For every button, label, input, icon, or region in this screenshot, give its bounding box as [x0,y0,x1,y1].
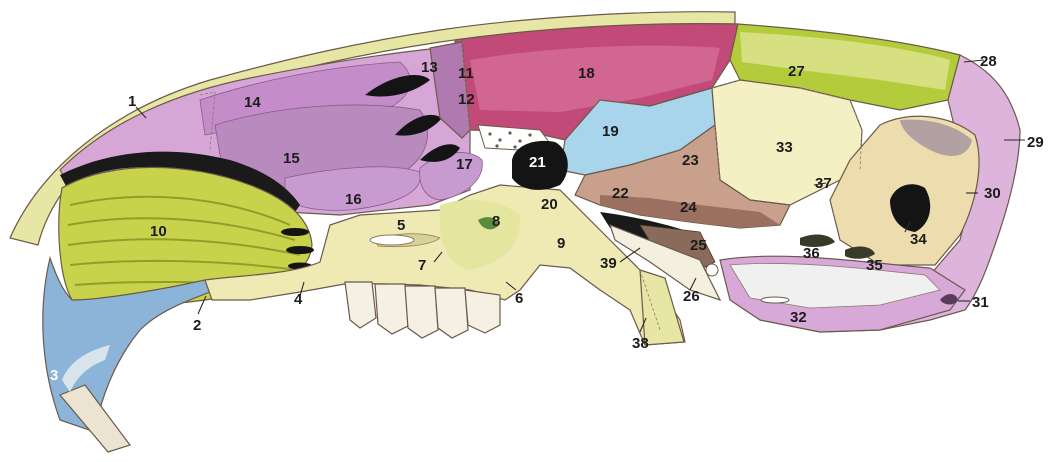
label-23: 23 [682,152,699,169]
label-15: 15 [283,150,300,167]
incisive-canal [370,235,414,245]
label-29: 29 [1027,134,1044,151]
label-22: 22 [612,185,629,202]
label-27: 27 [788,63,805,80]
label-13: 13 [421,59,438,76]
label-10: 10 [150,223,167,240]
label-17: 17 [456,156,473,173]
label-33: 33 [776,139,793,156]
label-25: 25 [690,237,707,254]
label-5: 5 [397,217,405,234]
label-8: 8 [492,213,500,230]
label-24: 24 [680,199,697,216]
label-21: 21 [529,154,546,171]
label-14: 14 [244,94,261,111]
jugular-foramen [706,264,718,276]
label-31: 31 [972,294,989,311]
label-26: 26 [683,288,700,305]
label-18: 18 [578,65,595,82]
label-30: 30 [984,185,1001,202]
label-38: 38 [632,335,649,352]
label-36: 36 [803,245,820,262]
label-6: 6 [515,290,523,307]
label-11: 11 [458,65,474,82]
label-32: 32 [790,309,807,326]
label-7: 7 [418,257,426,274]
label-1: 1 [128,93,136,110]
label-35: 35 [866,257,883,274]
label-9: 9 [557,235,565,252]
label-12: 12 [458,91,475,108]
label-16: 16 [345,191,362,208]
label-39: 39 [600,255,617,272]
label-19: 19 [602,123,619,140]
label-2: 2 [193,317,201,334]
hypoglossal-foramen [761,297,789,303]
label-34: 34 [910,231,927,248]
label-20: 20 [541,196,558,213]
label-37: 37 [815,175,832,192]
label-4: 4 [294,291,303,308]
label-3: 3 [50,367,58,384]
label-28: 28 [980,53,997,70]
